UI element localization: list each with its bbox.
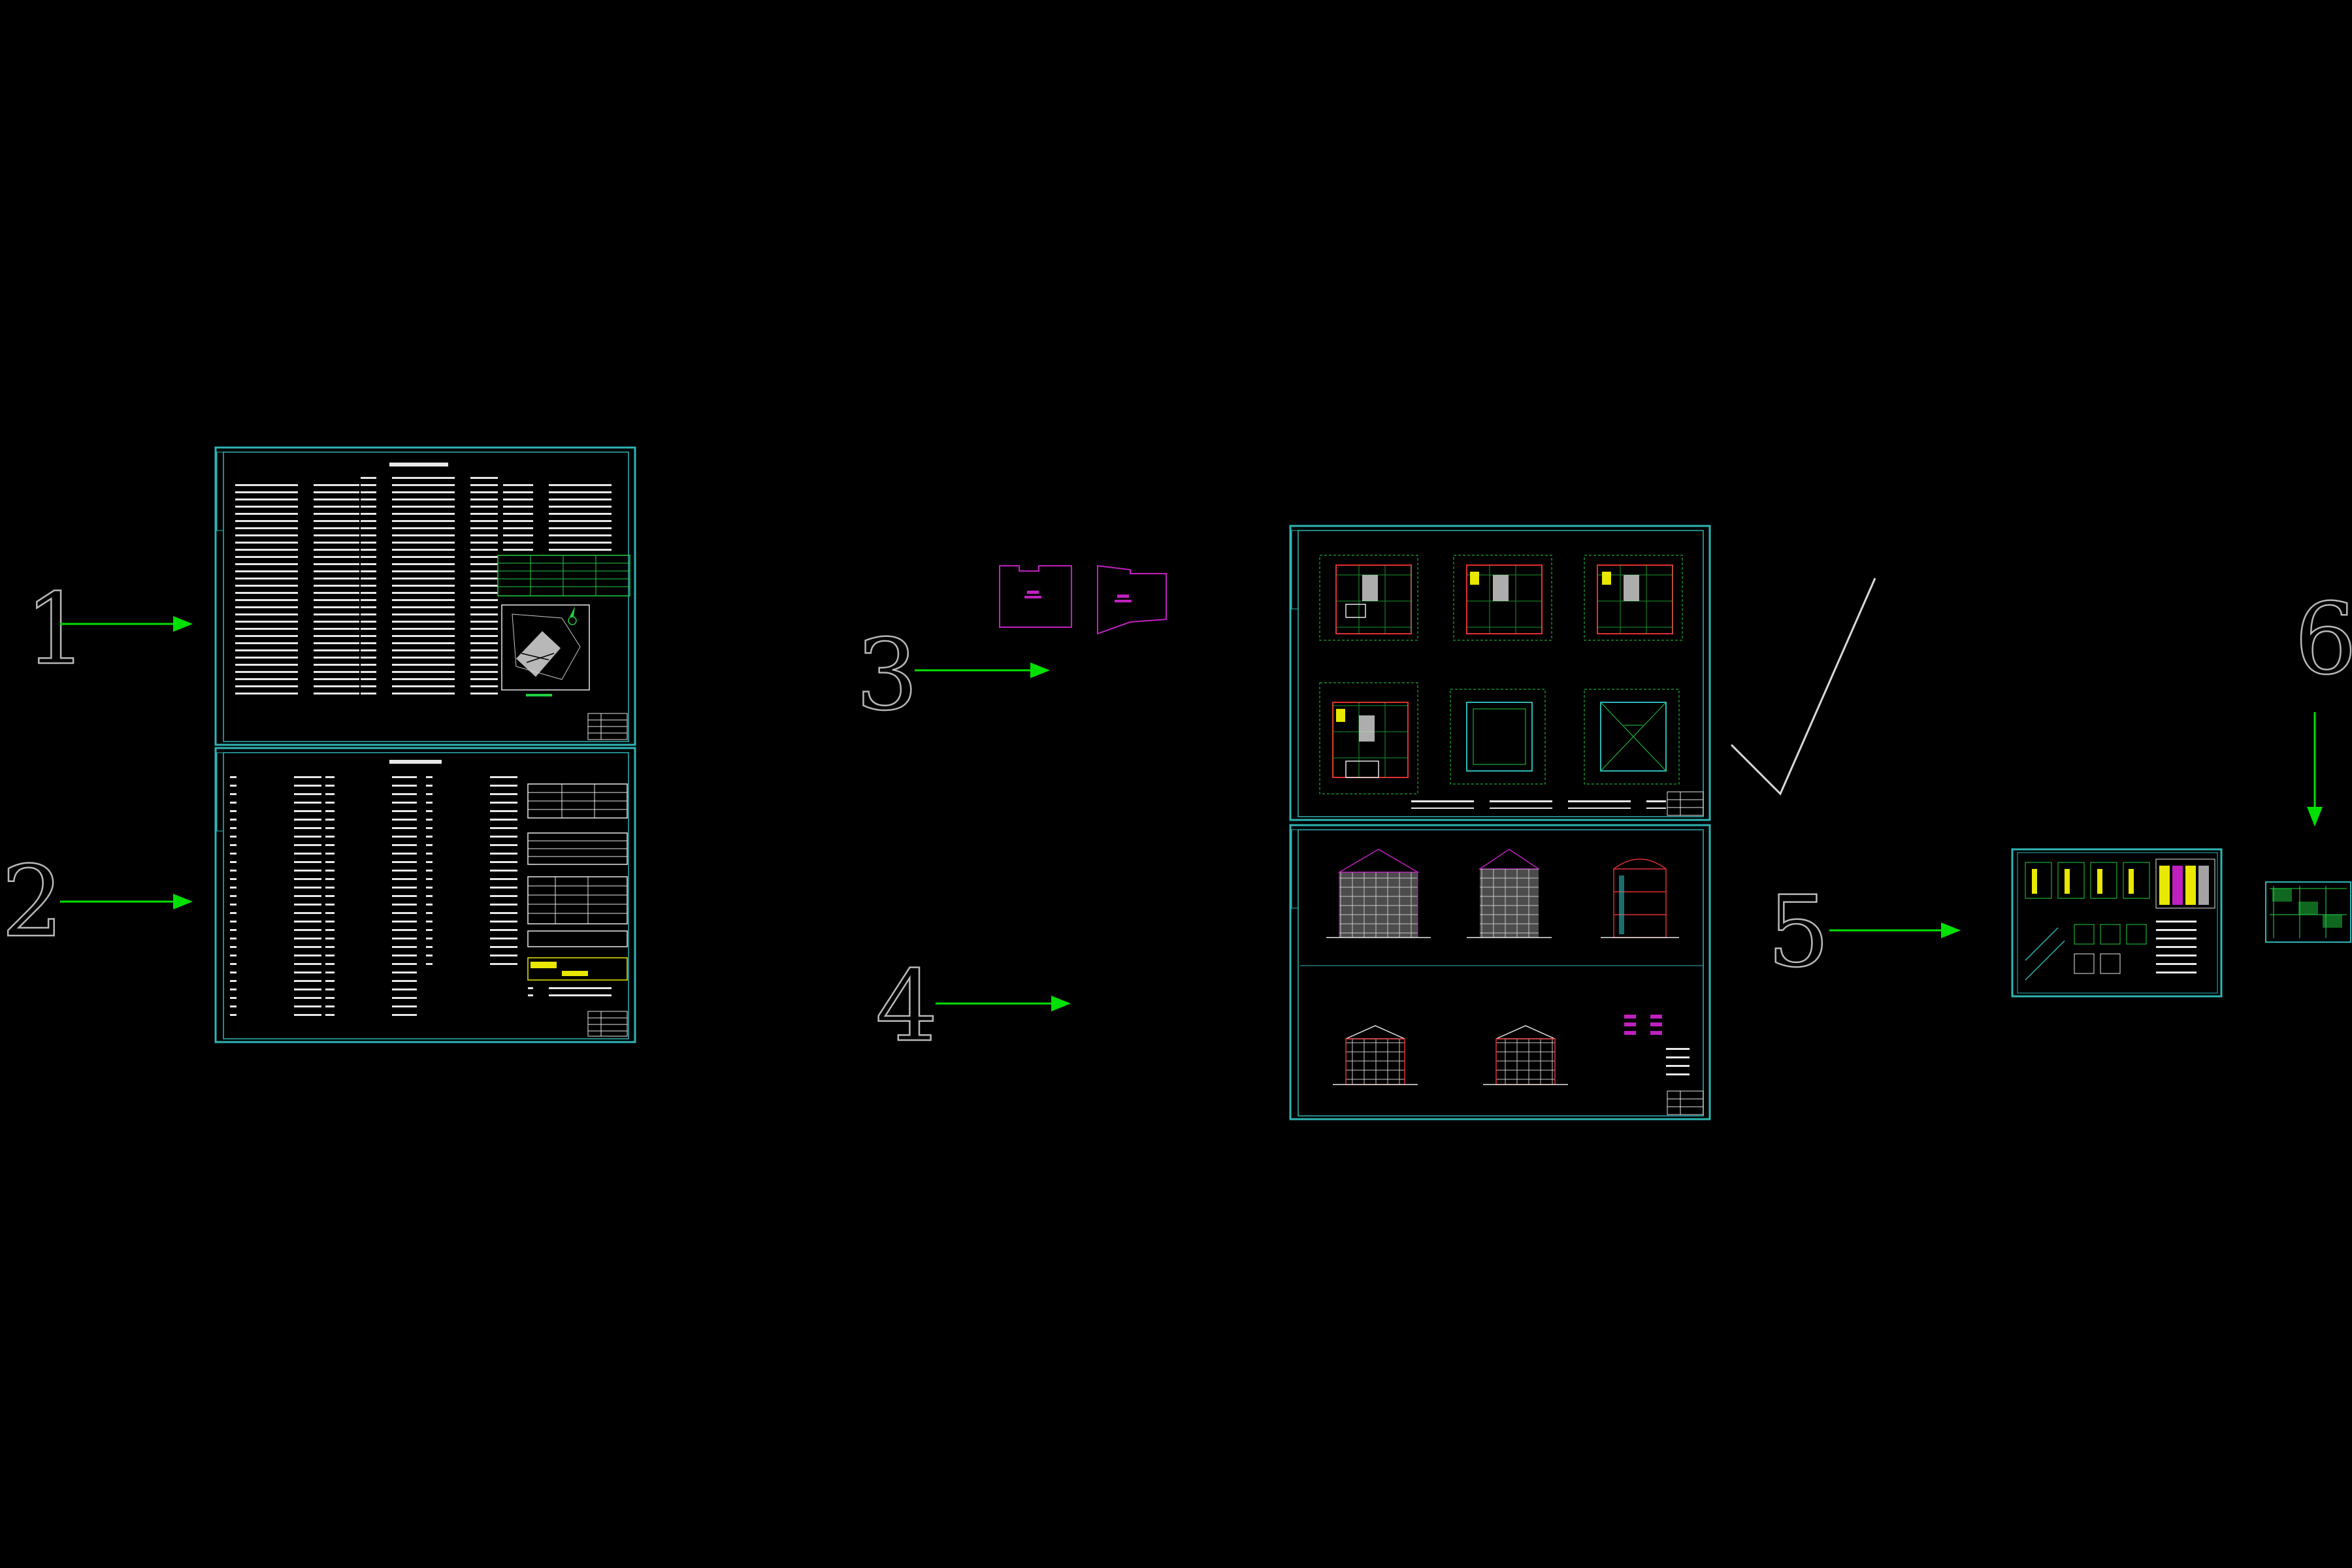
sheet1-notes-col1 — [229, 483, 359, 699]
step-number-1: 1 — [25, 573, 87, 687]
sheet1-title-block — [587, 713, 628, 740]
small-detail-sheet[interactable] — [2265, 881, 2351, 943]
step-label-4: 4 — [875, 949, 939, 1065]
sheet2-notes-col1 — [230, 774, 321, 1022]
step-number-5: 5 — [1767, 875, 1829, 989]
step-number-4: 4 — [875, 950, 938, 1064]
floor-plan-4 — [1319, 682, 1418, 794]
stair-details — [2025, 915, 2215, 981]
floor-plan-1 — [1319, 555, 1418, 641]
elevation-side — [1467, 849, 1552, 938]
step-label-5: 5 — [1767, 875, 1831, 990]
floor-plan-3 — [1584, 555, 1683, 641]
sheet1-site-plan — [501, 604, 590, 696]
step-label-1: 1 — [24, 572, 88, 688]
structural-plans — [2025, 862, 2150, 899]
elevations-title-block — [1667, 1090, 1704, 1115]
step-number-3: 3 — [856, 619, 918, 732]
roof-plan-2 — [1584, 689, 1680, 785]
design-notes-sheet[interactable] — [214, 446, 636, 746]
magenta-outline-b[interactable] — [1097, 564, 1167, 635]
sheet1-notes-col2 — [361, 477, 498, 699]
step-number-2: 2 — [1, 845, 63, 959]
floor-plans-notes — [1405, 796, 1666, 809]
magenta-outline-a[interactable] — [999, 565, 1072, 628]
building-section — [1601, 858, 1679, 938]
sheet1-title — [389, 463, 448, 466]
reinforcement-schedule — [2155, 858, 2215, 909]
step-number-6: 6 — [2295, 583, 2352, 696]
sheet2-notes-col2 — [325, 774, 417, 1022]
step-label-2: 2 — [1, 845, 65, 960]
step-label-3: 3 — [855, 618, 919, 734]
elevation-left — [1483, 1025, 1568, 1085]
sheet2-material-tables — [527, 783, 628, 998]
floor-plans-title-block — [1667, 791, 1704, 816]
construction-notes-sheet[interactable] — [214, 747, 636, 1043]
sheet1-notes-col3 — [503, 483, 621, 555]
sheet2-title — [389, 760, 442, 764]
floor-plans-sheet[interactable] — [1289, 525, 1711, 821]
checkmark-icon — [1730, 578, 1876, 796]
sheet2-title-block — [587, 1011, 628, 1037]
roof-plan-1 — [1450, 689, 1546, 785]
sheet2-notes-col3 — [426, 774, 517, 970]
step-label-6: 6 — [2294, 582, 2352, 698]
elevation-rear — [1333, 1025, 1418, 1085]
structural-detail-sheet[interactable] — [2011, 848, 2223, 998]
elevations-legend — [1624, 1015, 1690, 1078]
sheet1-schedule-table — [497, 555, 630, 596]
floor-plan-2 — [1453, 555, 1552, 641]
elevation-front — [1326, 849, 1431, 938]
elevations-sections-sheet[interactable] — [1289, 824, 1711, 1120]
